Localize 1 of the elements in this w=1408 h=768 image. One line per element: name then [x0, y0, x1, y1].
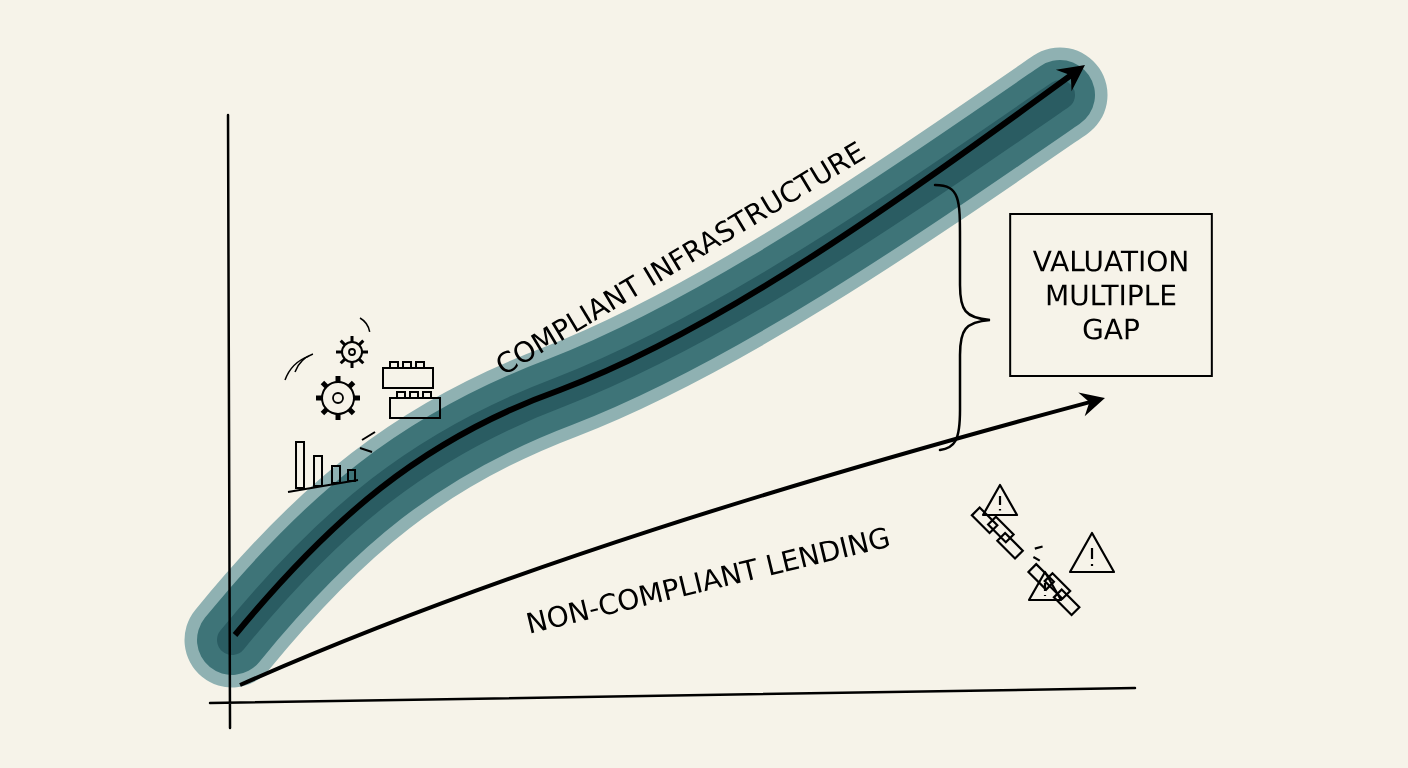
text-box: VALUATION MULTIPLE GAP: [1009, 213, 1213, 377]
